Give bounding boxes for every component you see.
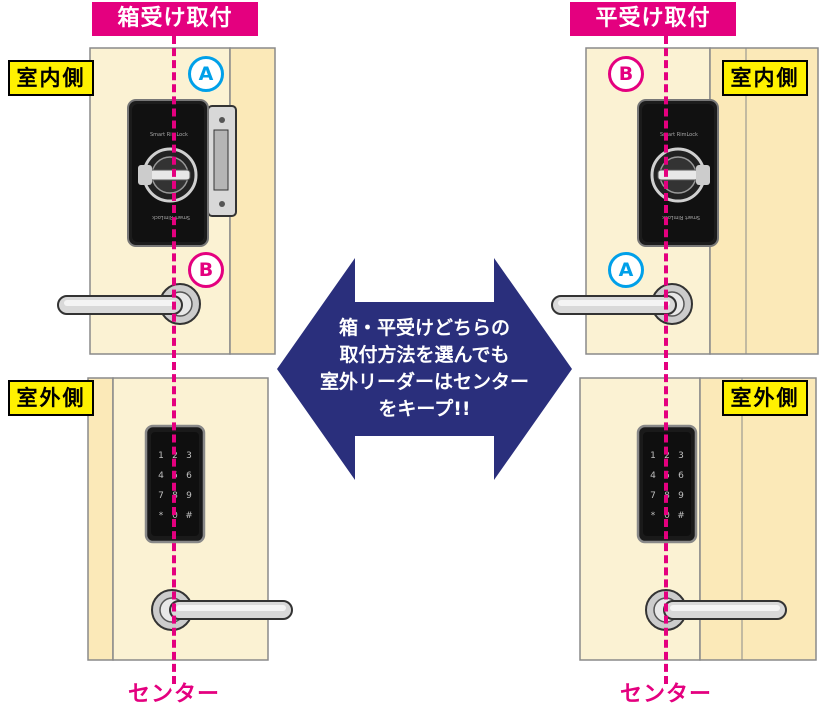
keypad-key: 7 bbox=[158, 491, 164, 501]
keypad-key: # bbox=[185, 511, 193, 521]
right-outdoor-tag: 室外側 bbox=[722, 380, 808, 416]
keypad-key: 9 bbox=[678, 491, 684, 501]
right-indoor-tag: 室内側 bbox=[722, 60, 808, 96]
left-outdoor-tag: 室外側 bbox=[8, 380, 94, 416]
left-indoor-door: Smart RimLock Smart RimLock bbox=[57, 47, 276, 355]
keypad-key: * bbox=[651, 511, 656, 521]
keypad-key: # bbox=[677, 511, 685, 521]
right-marker-bottom: A bbox=[608, 252, 644, 288]
keypad-key: * bbox=[159, 511, 164, 521]
left-indoor-unit: Smart RimLock Smart RimLock bbox=[127, 99, 209, 247]
left-indoor-brand-bottom: Smart RimLock bbox=[152, 214, 190, 220]
keypad-key: 1 bbox=[158, 451, 164, 461]
right-indoor-brand-top: Smart RimLock bbox=[660, 132, 698, 138]
box-strike bbox=[207, 105, 237, 217]
keypad-key: 7 bbox=[650, 491, 656, 501]
left-outdoor-door-frame bbox=[87, 377, 114, 661]
right-indoor-lever bbox=[551, 283, 693, 325]
keypad-key: 4 bbox=[650, 471, 656, 481]
left-indoor-tag: 室内側 bbox=[8, 60, 94, 96]
keypad-key: 6 bbox=[186, 471, 192, 481]
left-indoor-brand-top: Smart RimLock bbox=[150, 132, 188, 138]
left-marker-top: A bbox=[188, 56, 224, 92]
left-center-line bbox=[172, 36, 176, 684]
right-center-label: センター bbox=[619, 682, 712, 707]
arrow-message: 箱・平受けどちらの 取付方法を選んでも 室外リーダーはセンター をキープ!! bbox=[319, 317, 529, 420]
right-center-line bbox=[664, 36, 668, 684]
right-marker-top: B bbox=[608, 56, 644, 92]
left-header-label: 箱受け取付 bbox=[92, 2, 258, 36]
left-outdoor-lever bbox=[151, 589, 293, 631]
double-arrow: 箱・平受けどちらの 取付方法を選んでも 室外リーダーはセンター をキープ!! bbox=[277, 258, 572, 480]
left-indoor-door-frame bbox=[229, 47, 276, 355]
keypad-key: 4 bbox=[158, 471, 164, 481]
right-indoor-unit: Smart RimLock Smart RimLock bbox=[637, 99, 719, 247]
left-indoor-lever bbox=[57, 283, 201, 325]
right-indoor-brand-bottom: Smart RimLock bbox=[662, 214, 700, 220]
right-header-label: 平受け取付 bbox=[570, 2, 736, 36]
double-arrow-shape bbox=[277, 258, 572, 480]
keypad-key: 6 bbox=[678, 471, 684, 481]
keypad-key: 3 bbox=[186, 451, 192, 461]
keypad-key: 3 bbox=[678, 451, 684, 461]
right-indoor-door: Smart RimLock Smart RimLock bbox=[551, 47, 819, 355]
right-indoor-door-frame bbox=[709, 47, 819, 355]
left-marker-bottom: B bbox=[188, 252, 224, 288]
left-center-label: センター bbox=[127, 682, 220, 707]
keypad-key: 9 bbox=[186, 491, 192, 501]
keypad-key: 1 bbox=[650, 451, 656, 461]
